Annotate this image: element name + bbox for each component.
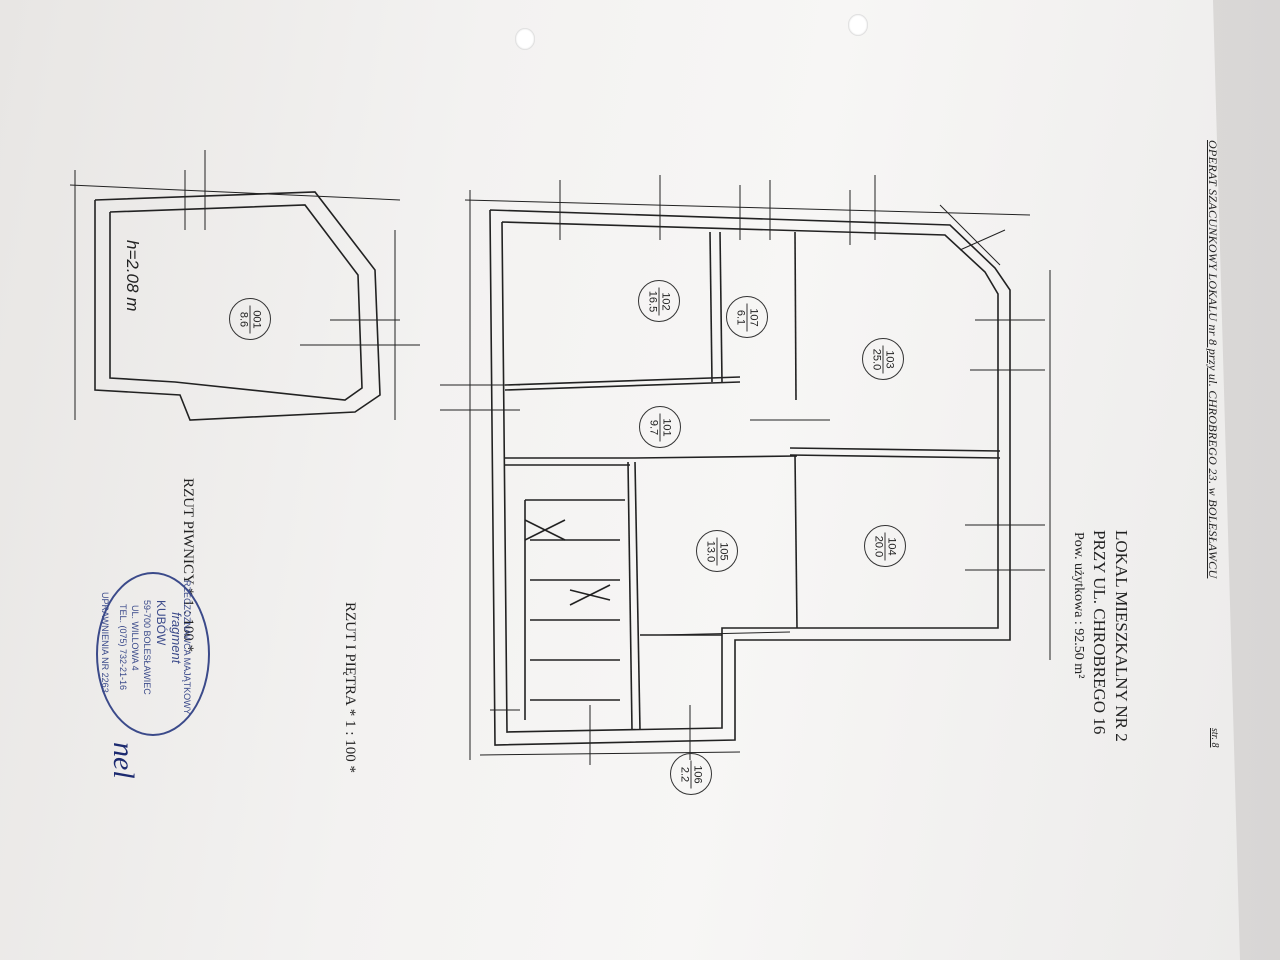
basement-height-note: h=2.08 m: [123, 240, 142, 312]
apartment-title-line-1: LOKAL MIESZKALNY NR 2: [1112, 530, 1131, 742]
basement-dimension-lines: [69, 150, 420, 420]
stamp-handwritten: fragment: [169, 612, 184, 664]
stamp-line-5: TEL. (075) 732-21-16: [118, 604, 128, 691]
punch-hole: [848, 14, 868, 36]
paper-sheet: [0, 0, 1240, 960]
stamp-line-2: KUBÓW: [154, 600, 168, 646]
stamp-line-4: UL. WILLOWA 4: [130, 605, 140, 671]
handwritten-signature: nel: [107, 742, 140, 779]
usable-area: Pow. użytkowa : 92.50 m²: [1071, 532, 1086, 679]
page-number: str. 8: [1209, 728, 1220, 748]
document-header: OPERAT SZACUNKOWY LOKALU nr 8 przy ul. C…: [1206, 140, 1220, 579]
appraiser-stamp: [96, 572, 210, 736]
punch-hole: [515, 28, 535, 50]
stamp-line-6: UPRAWNIENIA NR 2263: [100, 592, 110, 693]
apartment-title-line-2: PRZY UL. CHROBREGO 16: [1090, 530, 1109, 735]
stamp-line-3: 59-700 BOLESŁAWIEC: [142, 600, 152, 695]
floor-plan-caption: RZUT I PIĘTRA * 1 : 100 *: [342, 602, 358, 773]
first-floor-walls: [489, 209, 1011, 746]
dimension-lines: [440, 175, 1051, 765]
basement-walls: [94, 191, 381, 421]
